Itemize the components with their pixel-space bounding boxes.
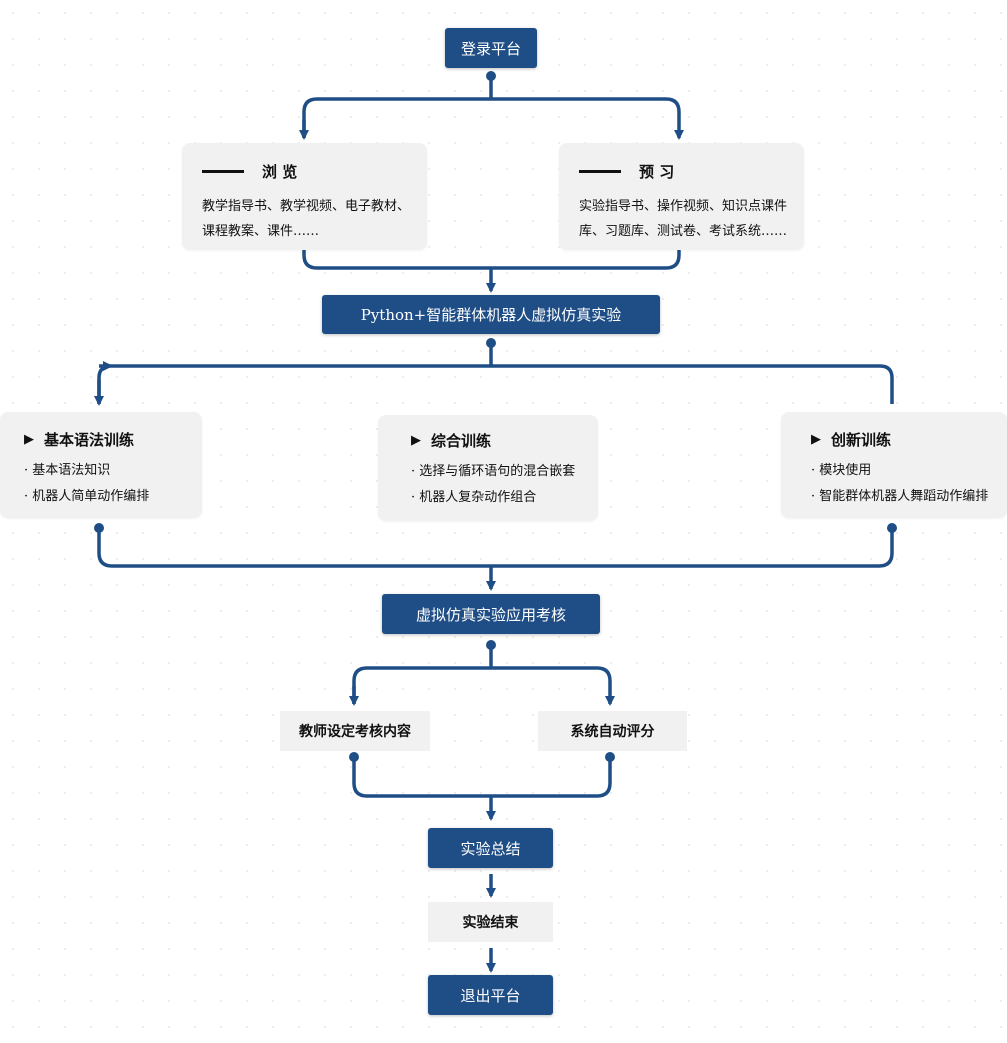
dot-assessment xyxy=(486,640,496,650)
basic-title: 基本语法训练 xyxy=(44,431,135,449)
preview-title: 预 习 xyxy=(639,163,675,181)
play-triangle-icon: ▶ xyxy=(411,433,421,448)
dot-auto xyxy=(605,752,615,762)
preview-header: 预 习 xyxy=(579,161,804,182)
teacher-set-node: 教师设定考核内容 xyxy=(280,711,430,751)
preview-line-2: 库、习题库、测试卷、考试系统…… xyxy=(579,224,788,239)
assessment-node: 虚拟仿真实验应用考核 xyxy=(382,594,600,634)
comprehensive-title: 综合训练 xyxy=(431,432,492,450)
innovation-header: ▶ 创新训练 xyxy=(811,429,1007,450)
dot-basic xyxy=(94,523,104,533)
browse-line-1: 教学指导书、教学视频、电子教材、 xyxy=(202,199,411,214)
innovation-items: · 模块使用 · 智能群体机器人舞蹈动作编排 xyxy=(811,458,1007,510)
innovation-training-card: ▶ 创新训练 · 模块使用 · 智能群体机器人舞蹈动作编排 xyxy=(781,412,1007,518)
preview-card: 预 习 实验指导书、操作视频、知识点课件 库、习题库、测试卷、考试系统…… xyxy=(559,143,804,250)
connector-merge-3 xyxy=(352,757,612,798)
dash-icon xyxy=(579,170,621,173)
play-triangle-icon: ▶ xyxy=(24,432,34,447)
comprehensive-header: ▶ 综合训练 xyxy=(411,430,598,451)
preview-line-1: 实验指导书、操作视频、知识点课件 xyxy=(579,199,788,214)
basic-item-1: · 基本语法知识 xyxy=(24,463,111,478)
end-node: 实验结束 xyxy=(428,902,553,942)
innovation-item-2: · 智能群体机器人舞蹈动作编排 xyxy=(811,489,989,504)
python-lab-node: Python+智能群体机器人虚拟仿真实验 xyxy=(322,295,660,334)
connector-assessment-split xyxy=(352,645,610,704)
comprehensive-item-1: · 选择与循环语句的混合嵌套 xyxy=(411,464,576,479)
dot-login xyxy=(486,71,496,81)
connector-python-split xyxy=(97,343,894,404)
connector-login-split xyxy=(302,76,679,138)
innovation-title: 创新训练 xyxy=(831,431,892,449)
browse-title: 浏 览 xyxy=(262,163,298,181)
basic-items: · 基本语法知识 · 机器人简单动作编排 xyxy=(24,458,202,510)
login-node: 登录平台 xyxy=(445,28,537,68)
preview-text: 实验指导书、操作视频、知识点课件 库、习题库、测试卷、考试系统…… xyxy=(579,194,804,244)
dot-teacher xyxy=(349,752,359,762)
summary-node: 实验总结 xyxy=(428,828,553,868)
basic-header: ▶ 基本语法训练 xyxy=(24,429,202,450)
dot-python xyxy=(486,338,496,348)
exit-node: 退出平台 xyxy=(428,975,553,1015)
browse-header: 浏 览 xyxy=(202,161,427,182)
connector-merge-2 xyxy=(97,528,894,568)
comprehensive-training-card: ▶ 综合训练 · 选择与循环语句的混合嵌套 · 机器人复杂动作组合 xyxy=(378,415,598,521)
innovation-item-1: · 模块使用 xyxy=(811,463,872,478)
auto-score-node: 系统自动评分 xyxy=(538,711,687,751)
browse-text: 教学指导书、教学视频、电子教材、 课程教案、课件…… xyxy=(202,194,427,244)
dash-icon xyxy=(202,170,244,173)
basic-training-card: ▶ 基本语法训练 · 基本语法知识 · 机器人简单动作编排 xyxy=(0,412,202,518)
browse-line-2: 课程教案、课件…… xyxy=(202,224,320,239)
play-triangle-icon: ▶ xyxy=(811,432,821,447)
browse-card: 浏 览 教学指导书、教学视频、电子教材、 课程教案、课件…… xyxy=(182,143,427,250)
connector-merge-1 xyxy=(302,250,681,270)
comprehensive-items: · 选择与循环语句的混合嵌套 · 机器人复杂动作组合 xyxy=(411,459,598,511)
basic-item-2: · 机器人简单动作编排 xyxy=(24,489,150,504)
dot-innovation xyxy=(887,523,897,533)
comprehensive-item-2: · 机器人复杂动作组合 xyxy=(411,490,537,505)
